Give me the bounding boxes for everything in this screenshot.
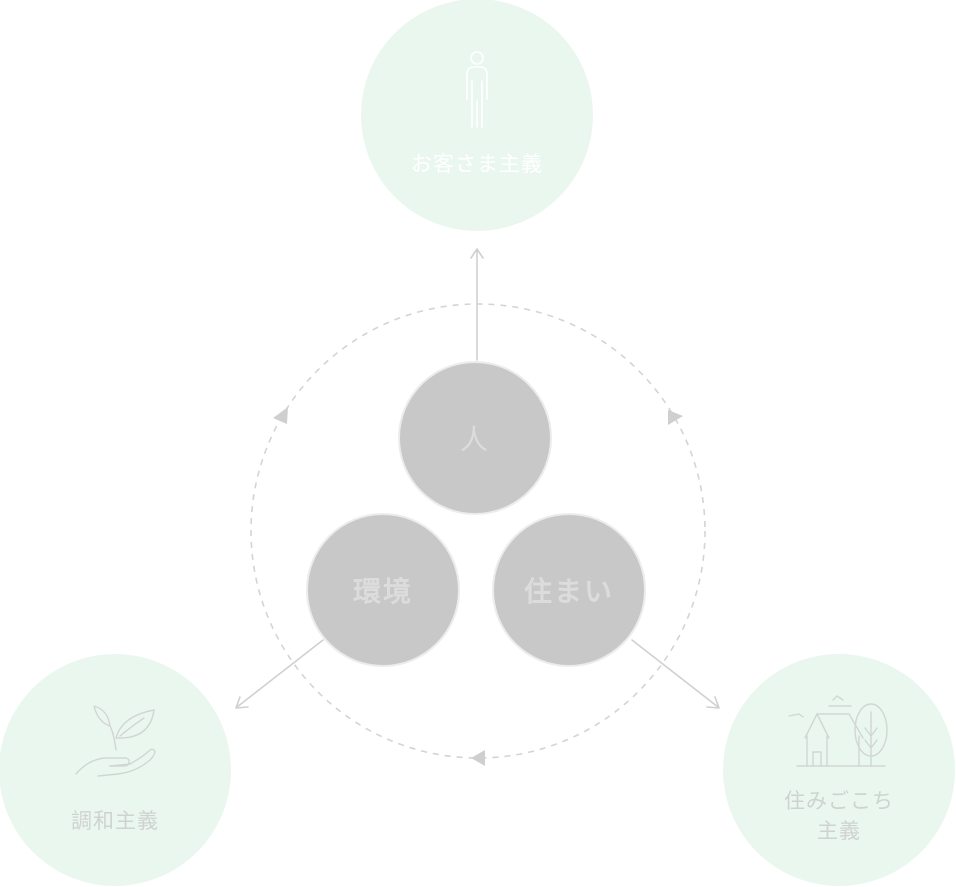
person-icon [466,51,488,128]
connector-environment-harmony [236,639,324,708]
center-node-person: 人 [398,361,552,515]
hand-sprout-icon [75,705,156,777]
node-customer: お客さま主義 [361,0,593,231]
node-harmony: 調和主義 [0,654,231,886]
connector-dwelling-comfort-arrowhead [706,696,720,709]
connector-environment-harmony-arrowhead [235,696,249,709]
house-tree-icon [788,695,888,767]
center-node-dwelling-label: 住まい [523,575,614,608]
node-comfort: 住みごこち 主義 [723,654,955,886]
node-harmony-label: 調和主義 [71,809,159,833]
cycle-dashed-ring [250,303,706,759]
center-node-dwelling: 住まい [492,513,646,667]
cycle-arrowhead-bottom [471,750,485,766]
connector-person-customer-arrowhead [470,248,484,259]
node-comfort-label: 住みごこち 主義 [784,789,894,843]
cycle-arrowhead-left [273,407,288,424]
connector-dwelling-comfort [631,639,719,708]
node-customer-label: お客さま主義 [411,152,543,176]
center-node-environment-label: 環境 [352,575,413,608]
center-node-environment: 環境 [306,513,460,667]
cycle-arrowhead-right [668,410,683,425]
center-node-person-label: 人 [459,423,490,456]
